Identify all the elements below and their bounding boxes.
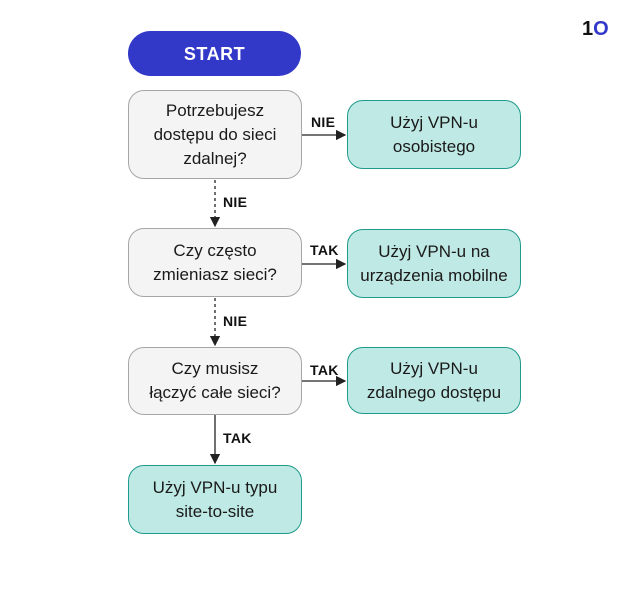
result-mobile-vpn: Użyj VPN-u na urządzenia mobilne <box>347 229 521 298</box>
result-site-to-site-vpn: Użyj VPN-u typu site-to-site <box>128 465 302 534</box>
decision-connect-networks: Czy musisz łączyć całe sieci? <box>128 347 302 415</box>
decision-change-networks: Czy często zmieniasz sieci? <box>128 228 302 297</box>
brand-logo-ring: O <box>593 18 609 40</box>
edge-label-q1-right: NIE <box>311 114 336 130</box>
start-node: START <box>128 31 301 76</box>
edge-label-q3-down: TAK <box>223 430 252 446</box>
decision-remote-access: Potrzebujesz dostępu do sieci zdalnej? <box>128 90 302 179</box>
result-personal-vpn: Użyj VPN-u osobistego <box>347 100 521 169</box>
edge-label-q2-right: TAK <box>310 242 339 258</box>
brand-logo-digit: 1 <box>582 18 594 40</box>
result-remote-access-vpn: Użyj VPN-u zdalnego dostępu <box>347 347 521 414</box>
edge-label-q2-down: NIE <box>223 313 248 329</box>
edge-label-q3-right: TAK <box>310 362 339 378</box>
edge-label-q1-down: NIE <box>223 194 248 210</box>
